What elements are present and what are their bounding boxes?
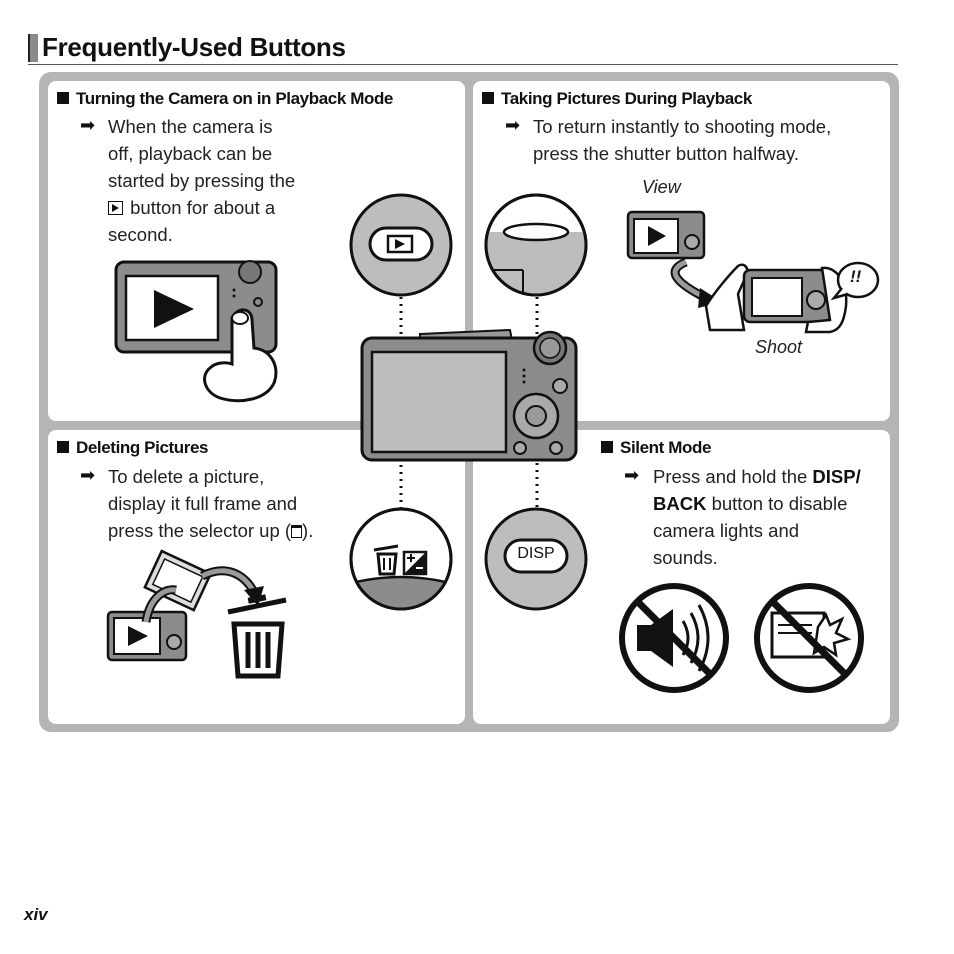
camera-back-diagram	[360, 328, 578, 462]
playback-on-text: When the camera is off, playback can be …	[108, 116, 296, 245]
arrow-icon: ➡	[505, 115, 521, 135]
section-heading-silent: Silent Mode	[601, 438, 711, 458]
section-heading-deleting: Deleting Pictures	[57, 438, 208, 458]
silent-text: Press and hold the DISP/ BACK button to …	[653, 466, 861, 568]
arrow-icon: ➡	[624, 465, 640, 485]
playback-button-zoom	[349, 193, 453, 297]
selector-up-zoom	[349, 507, 453, 611]
page-number: xiv	[24, 905, 48, 924]
view-to-shoot-illustration	[626, 210, 880, 334]
trash-icon	[291, 525, 303, 538]
caption-shoot: Shoot	[755, 337, 803, 357]
bullet-square-icon	[601, 441, 613, 453]
bullet-square-icon	[482, 92, 494, 104]
delete-picture-illustration	[106, 549, 287, 679]
camera-finger-illustration	[114, 260, 278, 403]
arrow-icon: ➡	[80, 465, 96, 485]
section-heading-playback-on: Turning the Camera on in Playback Mode	[57, 89, 393, 109]
disp-button-label: DISP	[517, 545, 555, 562]
disp-button-zoom: DISP	[483, 506, 589, 612]
playback-button-icon	[108, 201, 123, 215]
trash-icon	[373, 544, 399, 576]
deleting-text: To delete a picture, display it full fra…	[108, 466, 314, 541]
header-bar	[28, 34, 38, 62]
page-title: Frequently-Used Buttons	[42, 32, 346, 62]
no-flash-icon	[754, 583, 864, 693]
bullet-square-icon	[57, 92, 69, 104]
exposure-compensation-icon	[402, 550, 428, 576]
section-heading-shoot-during-playback: Taking Pictures During Playback	[482, 89, 752, 109]
bullet-square-icon	[57, 441, 69, 453]
page-header: Frequently-Used Buttons	[28, 32, 898, 65]
exclamation-text: !!	[850, 267, 862, 286]
caption-view: View	[642, 177, 681, 197]
shutter-button-zoom	[484, 193, 588, 297]
shoot-during-playback-text: To return instantly to shooting mode, pr…	[533, 116, 832, 164]
no-sound-icon	[619, 583, 729, 693]
arrow-icon: ➡	[80, 115, 96, 135]
